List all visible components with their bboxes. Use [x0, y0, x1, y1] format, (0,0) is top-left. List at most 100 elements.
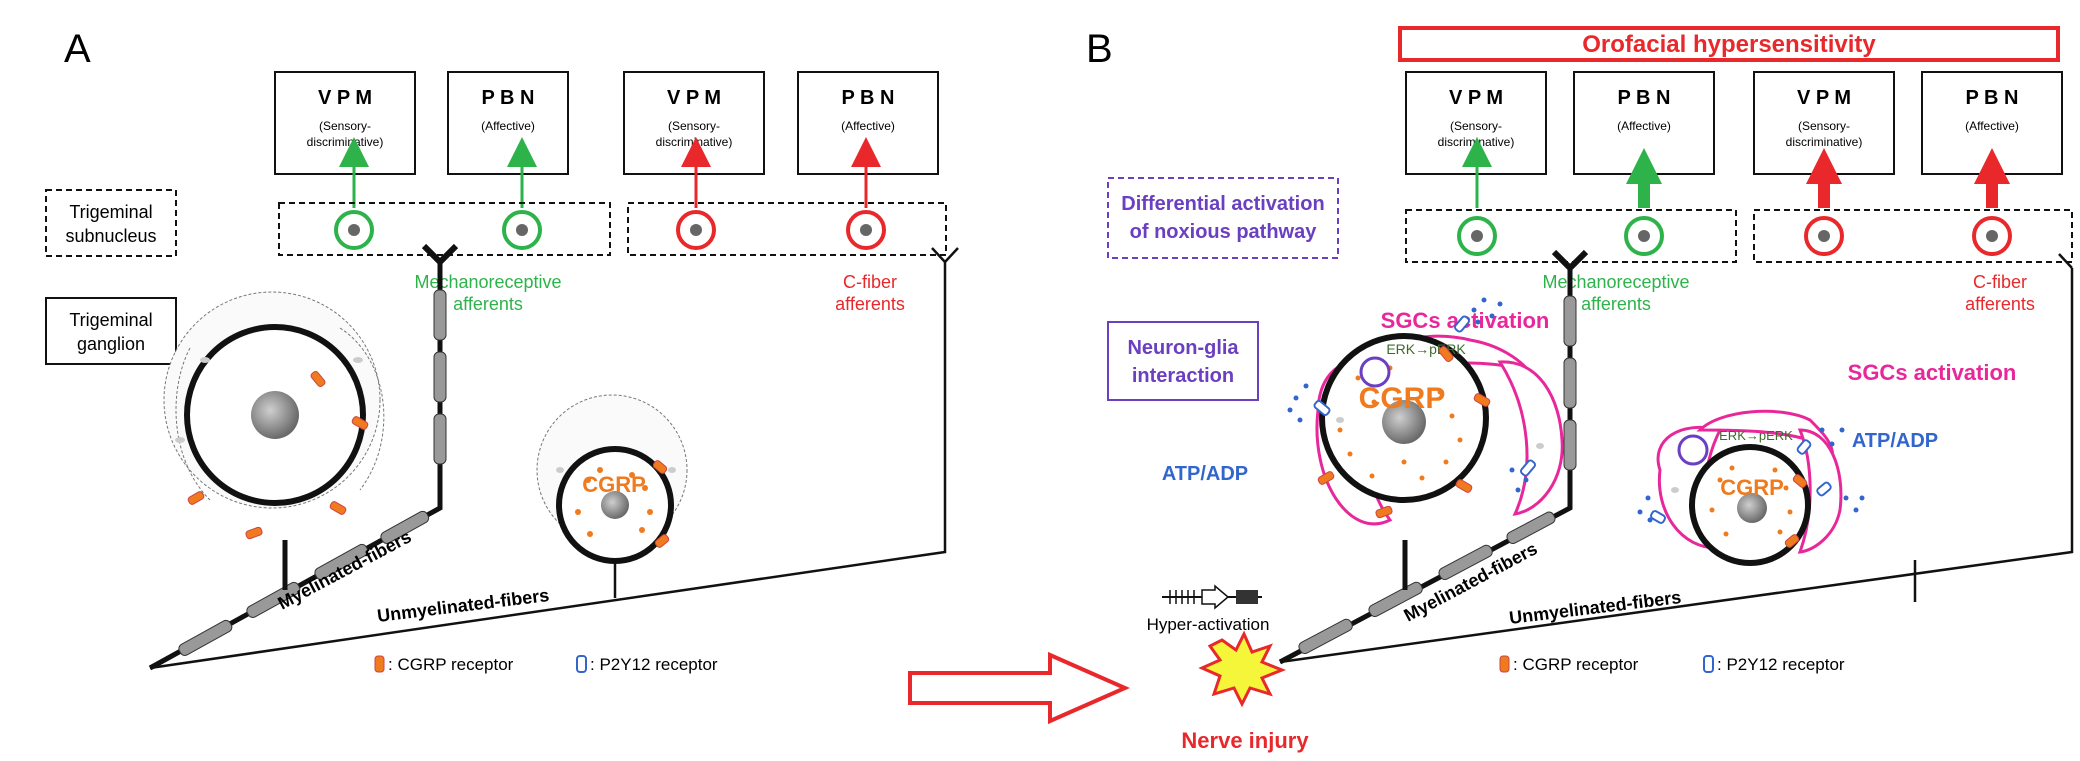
cgrp-receptor-icon [329, 501, 347, 515]
cgrp-receptor-icon [1792, 474, 1808, 488]
svg-text:Neuron-glia: Neuron-glia [1127, 337, 1239, 359]
atp-dots [1287, 297, 1529, 493]
svg-text:(Affective): (Affective) [1617, 119, 1671, 133]
transition-arrow-icon [908, 651, 1130, 725]
nerve-injury-label: Nerve injury [1181, 728, 1309, 753]
panel-a-box-vpm-2: V P M (Sensory- discriminative) [623, 71, 765, 175]
thick-green-arrow [1626, 148, 1662, 208]
erk-label: ERK→pERK [1386, 341, 1466, 357]
panel-a-box-pbn-2: P B N (Affective) [797, 71, 939, 175]
svg-text:(Affective): (Affective) [1965, 119, 2019, 133]
myelinated-label: Myelinated-fibers [274, 526, 414, 613]
cgrp-receptor-icon [1784, 534, 1800, 548]
c-fiber-label: afferents [1965, 294, 2035, 314]
svg-text:Differential activation: Differential activation [1121, 193, 1324, 215]
panel-a-letter: A [64, 27, 91, 71]
p2y12-receptor-icon [1650, 510, 1666, 524]
box-title: V P M [318, 87, 372, 109]
legend-p2y12: : P2Y12 receptor [576, 655, 718, 674]
sgcs-activation-label: SGCs activation [1848, 360, 2017, 385]
cgrp-receptor-icon [654, 534, 670, 548]
box-sub: (Affective) [481, 119, 535, 133]
svg-text:P B N: P B N [1618, 87, 1671, 109]
unmyelinated-label: Unmyelinated-fibers [376, 585, 550, 626]
trigeminal-subnucleus-label: Trigeminal subnucleus [45, 189, 177, 257]
p2y12-receptor-icon [1816, 481, 1832, 497]
p2y12-receptor-icon [1796, 439, 1812, 455]
subnucleus-box [278, 202, 611, 256]
panel-b: B Orofacial hypersensitivity V P M (Sens… [1086, 26, 2074, 753]
svg-text:: CGRP receptor: : CGRP receptor [388, 655, 514, 674]
svg-text:V P M: V P M [1797, 87, 1851, 109]
svg-text:interaction: interaction [1132, 365, 1234, 387]
second-order-neuron-red [676, 210, 716, 250]
legend-cgrp: : CGRP receptor [1499, 655, 1639, 674]
second-order-neuron-green [502, 210, 542, 250]
panel-a: A V P M (Sensory- discriminative) P B N … [45, 27, 959, 674]
cgrp-receptor-icon [1438, 346, 1454, 362]
atp-adp-label: ATP/ADP [1852, 430, 1938, 452]
cgrp-label: CGRP [1720, 475, 1784, 500]
cgrp-receptor-icon [1375, 505, 1393, 519]
box-sub: (Affective) [841, 119, 895, 133]
svg-text:ganglion: ganglion [77, 334, 145, 354]
panel-a-box-pbn-1: P B N (Affective) [447, 71, 569, 175]
orofacial-banner: Orofacial hypersensitivity [1398, 26, 2060, 62]
svg-text:(Sensory-: (Sensory- [1450, 119, 1502, 133]
box-title: P B N [482, 87, 535, 109]
large-neuron-a [163, 291, 385, 509]
box-title: P B N [842, 87, 895, 109]
second-order-neuron-green [1624, 216, 1664, 256]
svg-text:Orofacial hypersensitivity: Orofacial hypersensitivity [1582, 31, 1876, 58]
cgrp-label: CGRP [582, 472, 646, 497]
box-sub: discriminative) [656, 135, 733, 149]
box-sub: (Sensory- [319, 119, 371, 133]
c-fiber-label: C-fiber [843, 272, 897, 292]
atp-adp-label: ATP/ADP [1162, 463, 1248, 485]
atp-dots [1637, 427, 1865, 523]
second-order-neuron-red [1804, 216, 1844, 256]
p2y12-receptor-icon [1520, 459, 1536, 477]
svg-text:: P2Y12 receptor: : P2Y12 receptor [1717, 655, 1845, 674]
myelinated-fiber [148, 243, 459, 671]
subnucleus-box [1405, 209, 1737, 263]
svg-text:V P M: V P M [1449, 87, 1503, 109]
cgrp-receptor-icon [351, 416, 369, 430]
cgrp-label: CGRP [1359, 382, 1446, 415]
thick-red-arrow [1806, 148, 1842, 208]
second-order-neuron-red [1972, 216, 2012, 256]
subnucleus-box [627, 202, 947, 256]
svg-text:P B N: P B N [1966, 87, 2019, 109]
svg-text:of noxious pathway: of noxious pathway [1130, 221, 1318, 243]
trigeminal-ganglion-label: Trigeminal ganglion [45, 297, 177, 365]
panel-a-box-vpm-1: V P M (Sensory- discriminative) [274, 71, 416, 175]
c-fiber-label: C-fiber [1973, 272, 2027, 292]
cgrp-receptor-icon [1317, 471, 1335, 485]
svg-text:: P2Y12 receptor: : P2Y12 receptor [590, 655, 718, 674]
svg-text:subnucleus: subnucleus [65, 226, 156, 246]
cgrp-receptor-icon [652, 460, 668, 474]
erk-label: ERK→pERK [1719, 428, 1793, 443]
hyper-activation-label: Hyper-activation [1147, 615, 1270, 634]
thick-red-arrow [1974, 148, 2010, 208]
cgrp-receptor-icon [187, 491, 205, 505]
second-order-neuron-red [846, 210, 886, 250]
cgrp-receptor-icon [1473, 393, 1491, 407]
cgrp-receptor-icon [310, 371, 326, 387]
unmyelinated-label: Unmyelinated-fibers [1508, 587, 1682, 628]
mechanoreceptive-label: Mechanoreceptive [414, 272, 561, 292]
mechanoreceptive-label: afferents [453, 294, 523, 314]
svg-text:discriminative): discriminative) [1438, 135, 1515, 149]
differential-activation-label: Differential activation of noxious pathw… [1107, 177, 1339, 259]
small-neuron-b [1656, 409, 1843, 566]
second-order-neuron-green [1457, 216, 1497, 256]
cgrp-receptor-icon [1455, 479, 1473, 493]
small-neuron-a [536, 394, 688, 564]
p2y12-receptor-icon [1454, 315, 1470, 333]
panel-b-letter: B [1086, 27, 1113, 71]
unmyelinated-fiber [1279, 253, 2074, 664]
box-sub: discriminative) [307, 135, 384, 149]
subnucleus-box [1753, 209, 2073, 263]
mechanoreceptive-label: Mechanoreceptive [1542, 272, 1689, 292]
